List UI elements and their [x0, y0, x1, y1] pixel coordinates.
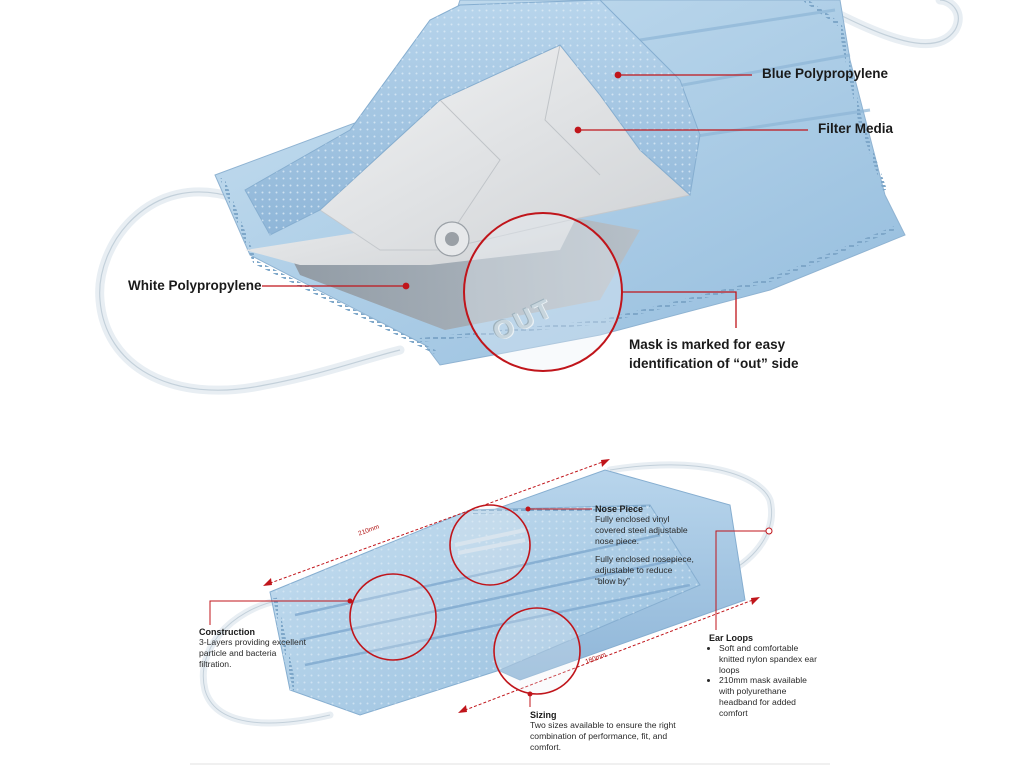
construction-title: Construction — [199, 627, 255, 637]
out-magnifier-circle — [463, 212, 623, 372]
ear-loops-callout: Ear Loops Soft and comfortable knitted n… — [709, 633, 821, 719]
sizing-text: Two sizes available to ensure the right … — [530, 720, 676, 752]
label-out-side: Mask is marked for easy identification o… — [629, 335, 799, 373]
ear-loops-title: Ear Loops — [709, 633, 754, 643]
sizing-callout: Sizing Two sizes available to ensure the… — [530, 710, 680, 752]
nose-piece-text2: Fully enclosed nosepiece, adjustable to … — [595, 554, 694, 586]
nose-piece-text1: Fully enclosed vinyl covered steel adjus… — [595, 514, 688, 546]
label-filter-media: Filter Media — [818, 121, 894, 136]
nose-piece-title: Nose Piece — [595, 504, 644, 514]
construction-text: 3-Layers providing excellent particle an… — [199, 637, 307, 669]
label-out-side-line1: Mask is marked for easy — [629, 337, 786, 352]
ear-loops-bullet-1: Soft and comfortable knitted nylon spand… — [719, 643, 821, 675]
ear-loops-bullet-2: 210mm mask available with polyurethane h… — [719, 675, 821, 718]
nose-piece-callout: Nose Piece Fully enclosed vinyl covered … — [595, 504, 695, 587]
construction-circle — [349, 573, 437, 661]
label-blue-polypropylene: Blue Polypropylene — [762, 66, 889, 81]
sizing-circle — [493, 607, 581, 695]
label-out-side-line2: identification of “out” side — [629, 356, 799, 371]
top-white-layer — [245, 170, 600, 265]
label-white-polypropylene: White Polypropylene — [128, 278, 262, 293]
construction-callout: Construction 3-Layers providing excellen… — [199, 627, 309, 669]
top-ear-loop-right — [825, 0, 963, 49]
ear-loops-list: Soft and comfortable knitted nylon spand… — [709, 643, 821, 719]
sizing-title: Sizing — [530, 710, 557, 720]
